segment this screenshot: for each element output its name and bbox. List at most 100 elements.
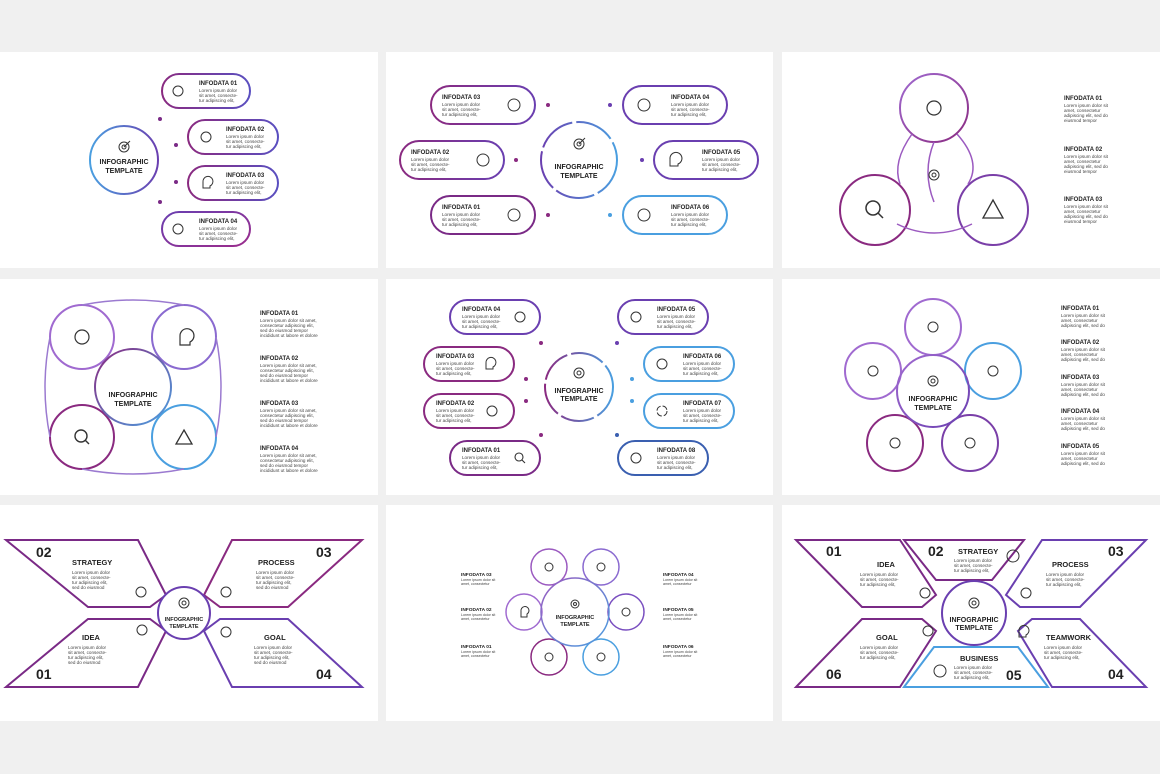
item-body: amet, consectetur: [461, 582, 490, 586]
pill-right-1: INFODATA 05 Lorem ipsum dolor sit amet, …: [617, 299, 709, 335]
pill-item-2: INFODATA 02 Lorem ipsum dolor sit amet, …: [187, 119, 279, 155]
item-body: sit amet, consecte-: [702, 162, 741, 167]
arrow-shape-02: [901, 539, 1027, 581]
item-body: adipiscing elit, sed do: [1064, 164, 1108, 169]
item-body: sit amet, consecte-: [954, 670, 993, 675]
lightbulb-icon: [922, 625, 934, 637]
center-title-2: TEMPLATE: [560, 622, 590, 628]
step-title: IDEA: [877, 560, 896, 569]
item-body: sit amet, consecte-: [226, 185, 265, 190]
item-body: tur adipiscing elit,: [702, 167, 738, 172]
item-body: Lorem ipsum dolor: [1046, 572, 1085, 577]
pill-right-3: INFODATA 06 Lorem ipsum dolor sit amet, …: [622, 195, 728, 235]
center-title-1: INFOGRAPHIC: [909, 396, 958, 403]
infographic-canvas: INFOGRAPHIC TEMPLATE INFODATA 01 Lorem i…: [844, 298, 1106, 472]
item-body: sit amet, consecte-: [860, 650, 899, 655]
item-body: Lorem ipsum dolor sit: [1061, 382, 1106, 387]
item-body: incididunt ut labore et dolore: [260, 423, 318, 428]
center-title-2: TEMPLATE: [955, 625, 993, 632]
pill-item-1: INFODATA 01 Lorem ipsum dolor sit amet, …: [161, 73, 251, 109]
item-body: sit amet, consecte-: [254, 650, 293, 655]
item-body: tur adipiscing elit,: [436, 371, 472, 376]
step-number: 02: [928, 543, 944, 559]
arrow-shape-04: [202, 618, 365, 688]
item-body: Lorem ipsum dolor: [702, 157, 741, 162]
step-title: STRATEGY: [958, 547, 998, 556]
lightbulb-icon: [889, 437, 901, 449]
item-title: INFODATA 01: [1064, 96, 1103, 102]
gear-icon: [74, 329, 90, 345]
item-body: tur adipiscing elit,: [199, 98, 235, 103]
item-body: sit amet, consecte-: [436, 413, 475, 418]
item-body: sed do eiusmod: [254, 660, 287, 665]
slide-infodata-4-pill: INFOGRAPHIC TEMPLATE INFODATA 01 Lorem i…: [0, 52, 378, 268]
item-body: amet, consectetur: [1061, 352, 1098, 357]
infographic-canvas: INFOGRAPHIC TEMPLATE INFODATA 03 Lorem i…: [461, 548, 697, 676]
step-title: GOAL: [876, 633, 898, 642]
item-body: tur adipiscing elit,: [199, 236, 235, 241]
pill-left-1: INFODATA 04 Lorem ipsum dolor sit amet, …: [449, 299, 541, 335]
item-title: INFODATA 01: [442, 205, 481, 211]
text-block-5: INFODATA 05 Lorem ipsum dolor sit amet, …: [1061, 444, 1106, 466]
text-block-3: INFODATA 03 Lorem ipsum dolor sit amet, …: [1064, 197, 1109, 224]
step-number: 01: [826, 543, 842, 559]
lightbulb-icon: [544, 652, 554, 662]
step-title: PROCESS: [1052, 560, 1089, 569]
pill-left-3: INFODATA 02 Lorem ipsum dolor sit amet, …: [423, 393, 515, 429]
target-icon: [927, 375, 939, 387]
pill-left-2: INFODATA 02 Lorem ipsum dolor sit amet, …: [399, 140, 505, 180]
clock-icon: [656, 358, 668, 370]
item-title: INFODATA 06: [683, 354, 722, 360]
item-body: Lorem ipsum dolor: [436, 408, 475, 413]
center-circle: [89, 125, 159, 195]
globe-icon: [1006, 549, 1020, 563]
item-body: tur adipiscing elit,: [683, 371, 719, 376]
item-title: INFODATA 02: [411, 150, 450, 156]
slide-4-arrows: INFOGRAPHIC TEMPLATE 02 STRATEGY Lorem i…: [0, 505, 378, 721]
clock-icon: [1020, 587, 1032, 599]
item-body: sit amet, consecte-: [671, 217, 710, 222]
infographic-canvas: INFOGRAPHIC TEMPLATE 02 STRATEGY Lorem i…: [3, 539, 365, 688]
item-body: Lorem ipsum dolor: [254, 645, 293, 650]
pill-right-2: INFODATA 06 Lorem ipsum dolor sit amet, …: [643, 346, 735, 382]
item-title: INFODATA 02: [260, 356, 299, 362]
item-body: Lorem ipsum dolor: [226, 180, 265, 185]
item-body: Lorem ipsum dolor: [657, 314, 696, 319]
item-title: INFODATA 01: [199, 81, 238, 87]
item-body: adipiscing elit, sed do: [1064, 214, 1108, 219]
lightbulb-icon: [507, 208, 521, 222]
item-body: Lorem ipsum dolor sit amet,: [260, 453, 317, 458]
item-body: Lorem ipsum dolor sit amet,: [260, 363, 317, 368]
arrow-shape-05: [902, 646, 1050, 688]
item-title: INFODATA 03: [226, 173, 265, 179]
pill-item-4: INFODATA 04 Lorem ipsum dolor sit amet, …: [161, 211, 251, 247]
item-body: tur adipiscing elit,: [256, 580, 292, 585]
gear-icon: [926, 100, 942, 116]
head-icon: [520, 606, 530, 618]
item-body: Lorem ipsum dolor: [72, 570, 111, 575]
item-body: eiusmod tempor: [1064, 219, 1097, 224]
item-title: INFODATA 02: [1061, 340, 1100, 346]
item-body: incididunt ut labore et dolore: [260, 333, 318, 338]
gear-icon: [514, 311, 526, 323]
item-body: Lorem ipsum dolor: [657, 455, 696, 460]
arrow-shape-01: [3, 618, 168, 688]
center-circle: [157, 586, 211, 640]
center-title-2: TEMPLATE: [169, 624, 199, 630]
item-body: tur adipiscing elit,: [657, 465, 693, 470]
dollar-icon: [172, 223, 184, 235]
globe-icon: [927, 321, 939, 333]
item-body: amet, consectetur: [1061, 387, 1098, 392]
item-body: amet, consectetur: [461, 617, 490, 621]
clock-icon: [987, 365, 999, 377]
step-number: 03: [316, 544, 332, 560]
text-block-4: INFODATA 04 Lorem ipsum dolor sit amet, …: [1061, 409, 1106, 431]
text-block-left-3: INFODATA 01 Lorem ipsum dolor sit amet, …: [461, 644, 495, 658]
item-body: Lorem ipsum dolor: [860, 572, 899, 577]
gear-icon: [200, 131, 212, 143]
text-block-4: INFODATA 04 Lorem ipsum dolor sit amet, …: [260, 446, 318, 473]
target-icon: [570, 599, 580, 609]
step-number: 04: [316, 666, 332, 682]
item-body: amet, consectetur: [663, 582, 692, 586]
arrow-shape-06: [793, 618, 938, 688]
